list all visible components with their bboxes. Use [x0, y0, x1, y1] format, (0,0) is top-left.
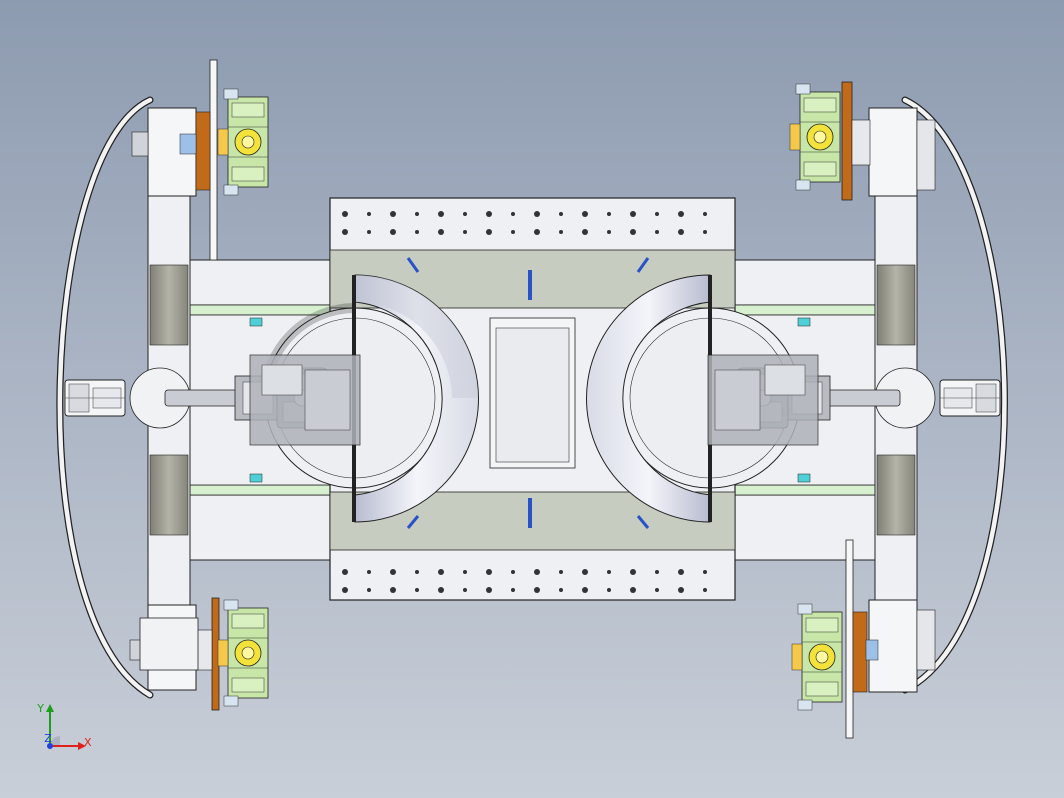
plate-hole: [534, 569, 540, 575]
plate-hole: [703, 230, 707, 234]
plate-hole: [486, 569, 492, 575]
plate-hole: [390, 229, 396, 235]
positioner-bottom-right: [791, 539, 879, 739]
plate-hole: [534, 229, 540, 235]
plate-hole: [486, 587, 492, 593]
plate-hole: [463, 212, 467, 216]
plate-hole: [630, 569, 636, 575]
plate-hole: [390, 211, 396, 217]
plate-hole: [703, 588, 707, 592]
plate-hole: [463, 588, 467, 592]
plate-hole: [534, 211, 540, 217]
plate-hole: [655, 212, 659, 216]
plate-hole: [559, 570, 563, 574]
plate-hole: [678, 211, 684, 217]
axis-y-label: Y: [36, 702, 44, 715]
plate-hole: [678, 587, 684, 593]
plate-hole: [511, 212, 515, 216]
plate-hole: [678, 229, 684, 235]
plate-hole: [559, 588, 563, 592]
plate-hole: [342, 211, 348, 217]
plate-hole: [582, 587, 588, 593]
plate-hole: [438, 569, 444, 575]
plate-hole: [390, 587, 396, 593]
plate-hole: [630, 229, 636, 235]
plate-hole: [607, 588, 611, 592]
axis-z-label: Z: [44, 732, 52, 745]
plate-hole: [703, 212, 707, 216]
plate-hole: [438, 587, 444, 593]
plate-hole: [390, 569, 396, 575]
plate-hole: [415, 230, 419, 234]
robot-left: [64, 354, 361, 446]
plate-hole: [511, 570, 515, 574]
axis-x-label: X: [84, 736, 92, 749]
plate-hole: [559, 230, 563, 234]
plate-hole: [415, 588, 419, 592]
plate-holes: [342, 211, 707, 593]
plate-hole: [678, 569, 684, 575]
plate-hole: [607, 230, 611, 234]
plate-hole: [415, 212, 419, 216]
plate-hole: [342, 229, 348, 235]
plate-hole: [630, 211, 636, 217]
plate-hole: [655, 570, 659, 574]
plate-hole: [367, 588, 371, 592]
plate-hole: [367, 570, 371, 574]
plate-hole: [607, 570, 611, 574]
positioner-top-left: [179, 59, 269, 261]
positioner-top-right: [789, 81, 871, 201]
plate-hole: [582, 211, 588, 217]
plate-hole: [415, 570, 419, 574]
plate-hole: [655, 230, 659, 234]
plate-hole: [655, 588, 659, 592]
plate-hole: [438, 211, 444, 217]
positioner-bottom-left: [139, 597, 269, 711]
plate-hole: [438, 229, 444, 235]
plate-hole: [463, 230, 467, 234]
plate-hole: [559, 212, 563, 216]
plate-hole: [486, 211, 492, 217]
plate-hole: [367, 230, 371, 234]
plate-hole: [511, 588, 515, 592]
robot-right: [707, 354, 1001, 446]
plate-hole: [342, 587, 348, 593]
plate-hole: [486, 229, 492, 235]
plate-hole: [342, 569, 348, 575]
plate-hole: [582, 229, 588, 235]
plate-hole: [463, 570, 467, 574]
plate-hole: [511, 230, 515, 234]
axis-triad-icon: Y Z X: [36, 702, 92, 750]
plate-hole: [582, 569, 588, 575]
plate-hole: [367, 212, 371, 216]
plate-hole: [607, 212, 611, 216]
plate-hole: [534, 587, 540, 593]
plate-hole: [703, 570, 707, 574]
plate-hole: [630, 587, 636, 593]
